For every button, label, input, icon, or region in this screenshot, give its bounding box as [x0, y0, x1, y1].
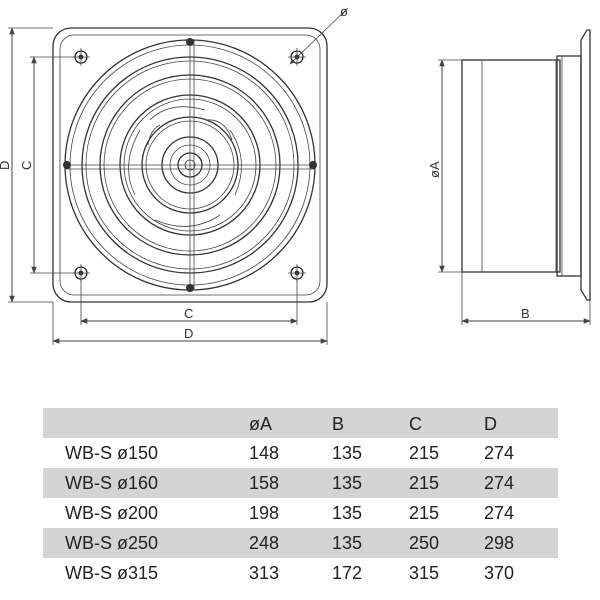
table-cell: 148	[249, 443, 280, 463]
table-cell: 215	[409, 503, 440, 523]
table-cell: 135	[332, 473, 363, 493]
table-header-cell: D	[484, 414, 497, 434]
table-cell: 274	[484, 443, 515, 463]
table-cell: 298	[484, 533, 515, 553]
hole-diameter-label: ø	[340, 4, 348, 19]
technical-drawing: ø C D C D øA	[0, 4, 591, 345]
dim-label-c-horizontal: C	[184, 306, 193, 321]
front-dimension-c-horizontal: C	[80, 280, 298, 325]
front-plate-outer	[52, 27, 328, 303]
table-cell: 248	[249, 533, 280, 553]
table-cell: WB-S ø315	[65, 563, 159, 583]
table-cell: 315	[409, 563, 440, 583]
table-cell: 370	[484, 563, 515, 583]
front-view: ø	[52, 4, 349, 303]
dim-label-d-horizontal: D	[184, 326, 193, 341]
table-row: WB-S ø160 158 135 215 274	[43, 468, 558, 498]
front-plate-inner	[59, 34, 321, 296]
table-row: WB-S ø250 248 135 250 298	[43, 528, 558, 558]
front-dimension-c-vertical: C	[19, 56, 75, 274]
hole-diameter-leader	[289, 7, 349, 65]
duct-body	[461, 59, 561, 273]
table-cell: 250	[409, 533, 440, 553]
table-cell: 135	[332, 503, 363, 523]
table-cell: WB-S ø200	[65, 503, 159, 523]
table-cell: 215	[409, 473, 440, 493]
table-header-cell: øA	[249, 414, 273, 434]
front-dimension-d-vertical: D	[0, 27, 53, 303]
dim-label-d-vertical: D	[0, 161, 12, 170]
table-cell: 172	[332, 563, 363, 583]
table-cell: 158	[249, 473, 280, 493]
table-cell: WB-S ø250	[65, 533, 159, 553]
table-cell: 135	[332, 443, 363, 463]
dim-label-b: B	[521, 306, 530, 321]
side-dimension-b: B	[461, 272, 591, 325]
table-cell: 274	[484, 503, 515, 523]
table-cell: 215	[409, 443, 440, 463]
table-cell: WB-S ø150	[65, 443, 159, 463]
table-header-cell: B	[332, 414, 345, 434]
side-view	[461, 29, 591, 301]
mounting-hole	[288, 264, 306, 282]
table-cell: 313	[249, 563, 280, 583]
table-row: WB-S ø315 313 172 315 370	[43, 558, 558, 588]
table-cell: WB-S ø160	[65, 473, 159, 493]
fan-blades	[128, 106, 242, 227]
table-cell: 198	[249, 503, 280, 523]
side-dimension-a: øA	[427, 59, 462, 273]
dimension-table: øA B C D WB-S ø150 148 135 215 274 WB-S …	[43, 408, 558, 588]
dim-label-c-vertical: C	[19, 161, 34, 170]
front-dimension-d-horizontal: D	[52, 302, 328, 345]
table-header-cell: C	[409, 414, 422, 434]
table-header-row: øA B C D	[43, 408, 558, 438]
dim-label-a: øA	[427, 161, 442, 178]
table-cell: 274	[484, 473, 515, 493]
side-flange	[580, 29, 591, 301]
table-row: WB-S ø150 148 135 215 274	[43, 438, 558, 468]
table-cell: 135	[332, 533, 363, 553]
table-row: WB-S ø200 198 135 215 274	[43, 498, 558, 528]
fan-grill	[63, 38, 317, 292]
